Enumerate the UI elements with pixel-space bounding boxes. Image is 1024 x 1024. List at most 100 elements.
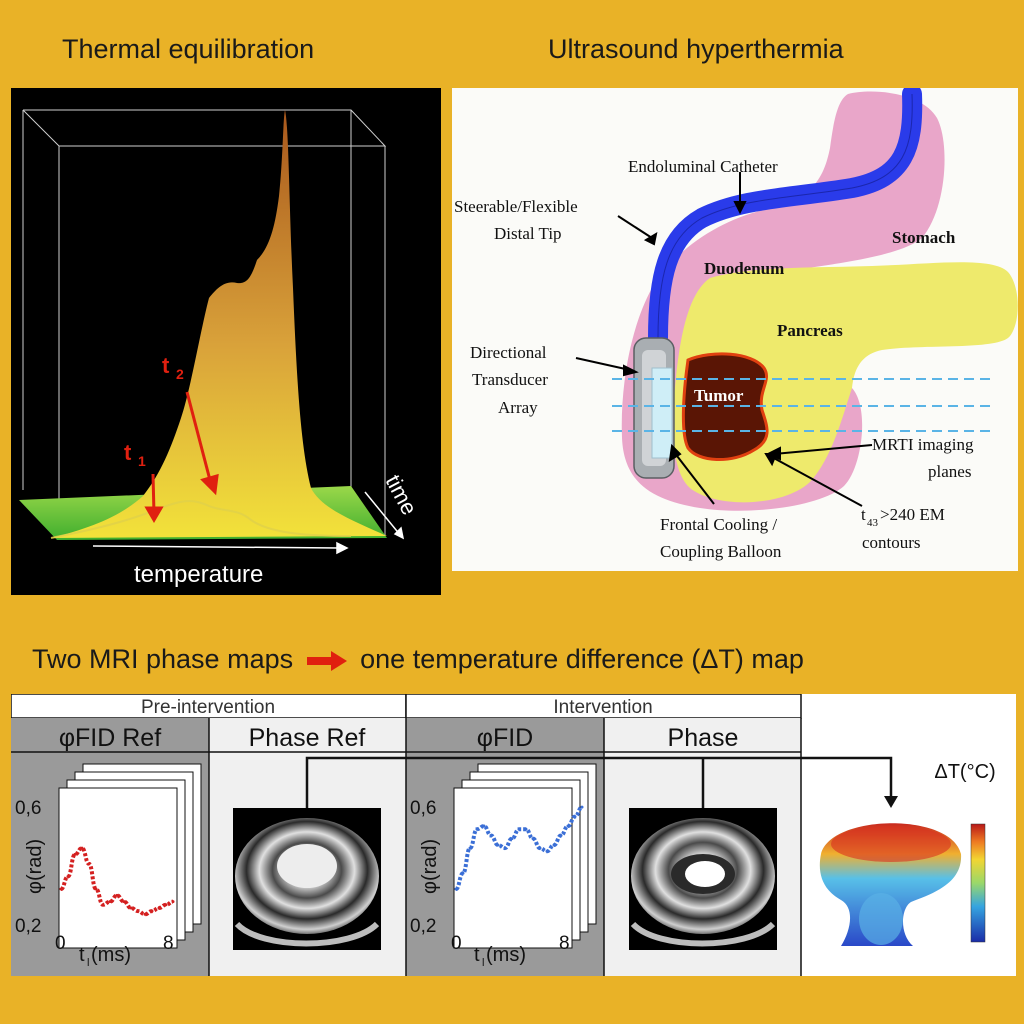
x-label-unit: (ms) [486, 944, 526, 966]
temperature-surface [51, 110, 387, 538]
tip-label-1: Steerable/Flexible [454, 197, 578, 216]
mrti-label-2: planes [928, 462, 971, 481]
delta-t-label: ΔT(°C) [934, 761, 995, 783]
pre-intervention-header [10, 693, 407, 719]
pfid-curve-point [510, 837, 514, 841]
x-max-label: 8 [559, 933, 570, 954]
contour-rest: >240 EM [880, 505, 945, 524]
ultrasound-diagram-panel: Endoluminal Catheter Steerable/Flexible … [452, 84, 1018, 571]
pfid-ref-curve-point [80, 846, 84, 850]
stomach-label: Stomach [892, 228, 956, 247]
ultrasound-diagram: Endoluminal Catheter Steerable/Flexible … [454, 84, 1018, 561]
pfid-curve-point [552, 843, 556, 847]
x-max-label-ref: 8 [163, 933, 174, 954]
ultrasound-title: Ultrasound hyperthermia [548, 34, 844, 64]
y-bottom-label-ref: 0,2 [15, 916, 41, 937]
duodenum-label: Duodenum [704, 259, 784, 278]
intervention-header [405, 693, 802, 719]
pfid-curve-point [573, 815, 577, 819]
pfid-ref-curve-point [150, 909, 154, 913]
mri-title: Two MRI phase maps one temperature diffe… [32, 644, 804, 675]
transducer-label-1: Directional [470, 343, 547, 362]
phase-map [629, 808, 777, 950]
t1-label: t [124, 440, 132, 465]
pfid-curve-point [538, 846, 542, 850]
pfid-header: φFID [477, 724, 533, 752]
leader-arrows [575, 172, 873, 507]
x-label-unit-ref: (ms) [91, 944, 131, 966]
x-label-t: t [474, 944, 480, 966]
phase-header: Phase [668, 724, 739, 752]
time-arrows [144, 391, 219, 523]
pfid-ref-curve-point [94, 887, 98, 891]
y-bottom-label: 0,2 [410, 916, 436, 937]
mri-diagram: Pre-intervention Intervention φFID Ref P… [10, 693, 996, 976]
mri-title-right: one temperature difference (ΔT) map [360, 644, 804, 674]
intervention-label: Intervention [553, 697, 652, 718]
pfid-curve-point [559, 834, 563, 837]
pfid-curve-point [482, 824, 486, 828]
down-arrow-icon [884, 796, 898, 808]
balloon-label-1: Frontal Cooling / [660, 515, 777, 534]
t1-sub: 1 [138, 453, 146, 469]
x-label-sub: l [482, 957, 484, 969]
pfid-ref-curve-point [73, 852, 77, 856]
connector-lines [305, 756, 893, 808]
temperature-label: temperature [134, 561, 263, 588]
cooling-balloon [651, 367, 673, 459]
pfid-ref-header: φFID Ref [59, 724, 161, 752]
pfid-curve-point [461, 871, 465, 875]
colorbar [970, 823, 986, 943]
thermal-3d-plot: t 1 t 2 temperature time [19, 109, 423, 588]
balloon-label-2: Coupling Balloon [660, 542, 782, 561]
pfid-curve-point [468, 846, 472, 850]
contour-label-2: contours [862, 533, 921, 552]
pfid-curve-point [496, 843, 500, 847]
phase-ref-map [233, 808, 381, 950]
pre-intervention-label: Pre-intervention [141, 697, 275, 718]
thermal-plot-panel: t 1 t 2 temperature time [11, 88, 441, 595]
x-min-label-ref: 0 [55, 933, 66, 954]
pfid-ref-curve-point [171, 900, 175, 904]
time-axis [364, 491, 402, 537]
pfid-ref-curve-point [157, 906, 161, 910]
contour-t: t [861, 505, 866, 524]
pfid-ref-curve-point [115, 893, 119, 897]
x-label-t-ref: t [79, 944, 85, 966]
mrti-label-1: MRTI imaging [872, 435, 974, 454]
t2-label: t [162, 353, 170, 378]
pfid-ref-curve-point [101, 903, 105, 907]
time-label: time [381, 471, 423, 519]
pfid-curve-point [489, 834, 493, 837]
pancreas-label: Pancreas [777, 321, 843, 340]
pfid-curve-point [524, 827, 528, 831]
temperature-difference-map [817, 808, 965, 950]
pfid-ref-curve-point [143, 912, 147, 916]
temperature-axis [92, 545, 340, 549]
thermal-title: Thermal equilibration [62, 34, 315, 64]
mri-title-left: Two MRI phase maps [32, 644, 294, 674]
pfid-ref-curve [60, 846, 174, 917]
tip-label-2: Distal Tip [494, 224, 562, 243]
y-axis-label: φ(rad) [419, 839, 441, 894]
catheter-label: Endoluminal Catheter [628, 157, 778, 176]
y-top-label-ref: 0,6 [15, 798, 41, 819]
pfid-ref-curve-point [164, 903, 168, 907]
x-label-sub-ref: l [87, 957, 89, 969]
pfid-curve-point [545, 849, 549, 853]
pfid-ref-curve-point [129, 906, 133, 910]
pfid-ref-curve-point [136, 909, 140, 913]
pfid-ref-curve-point [108, 900, 112, 904]
pfid-curve-point [503, 846, 507, 850]
tumor-label: Tumor [694, 386, 744, 405]
transducer-label-2: Transducer [472, 370, 548, 389]
pfid-ref-curve-point [66, 874, 70, 878]
pfid-ref-curve-point [122, 900, 126, 904]
pfid-curve-point [475, 827, 479, 831]
pfid-curve-point [517, 827, 521, 831]
transducer-label-3: Array [498, 398, 538, 417]
pfid-ref-stack [58, 763, 202, 949]
pfid-curve-point [566, 824, 570, 828]
pfid-ref-curve-point [59, 887, 63, 891]
y-axis-label-ref: φ(rad) [24, 839, 46, 894]
